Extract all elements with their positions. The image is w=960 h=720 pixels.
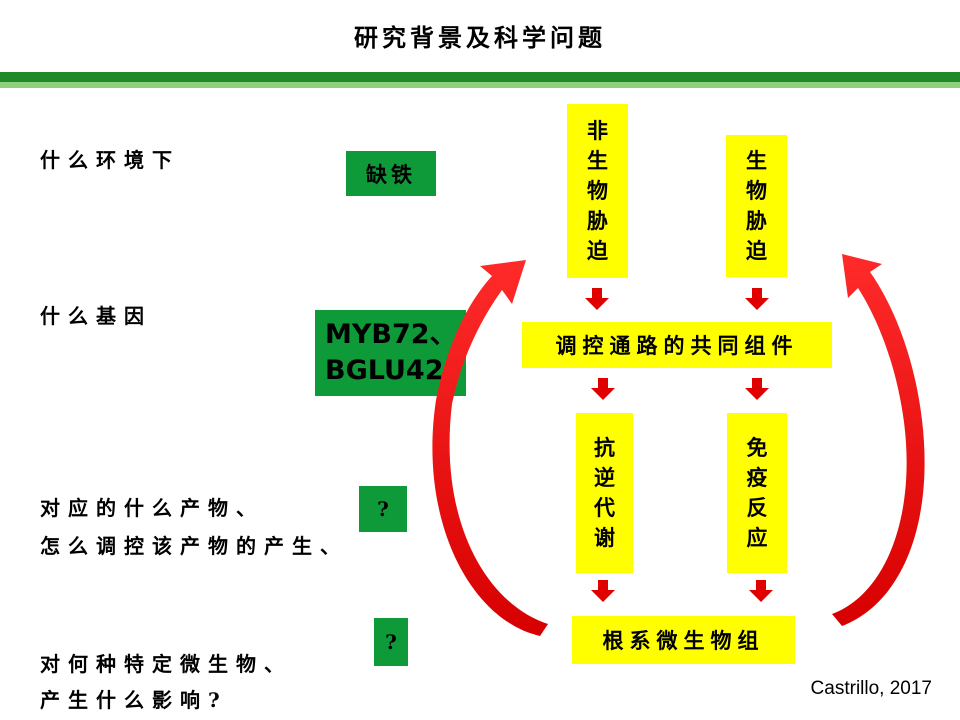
immune-response-char: 应 [746, 525, 768, 550]
arrow-immune-to-microbiome [749, 580, 773, 602]
arrow-common-to-abiotic-resp [591, 378, 615, 400]
question-environment: 什么环境下 [40, 148, 180, 172]
biotic-stress-char: 迫 [746, 238, 767, 263]
question-regulation: 怎么调控该产物的产生、 [40, 534, 348, 558]
down-arrows [585, 288, 773, 602]
abiotic-stress-box: 非生物胁迫 [567, 104, 628, 278]
feedback-arrow-left [432, 260, 548, 636]
biotic-stress-char: 生 [746, 148, 767, 173]
answer-iron-deficiency: 缺铁 [346, 151, 436, 196]
question-product: 对应的什么产物、 [40, 496, 264, 520]
abiotic-stress-char: 物 [587, 178, 608, 203]
abiotic-response-char: 谢 [594, 525, 615, 550]
header-divider-light [0, 82, 960, 88]
common-component-box: 调控通路的共同组件 [522, 322, 832, 368]
biotic-stress-box: 生物胁迫 [726, 135, 787, 277]
abiotic-response-char: 抗 [594, 435, 615, 460]
abiotic-stress-char: 非 [587, 118, 608, 143]
biotic-stress-char: 物 [746, 178, 767, 203]
immune-response-char: 疫 [746, 465, 768, 490]
question-effect: 产生什么影响? [40, 688, 228, 712]
abiotic-response-char: 代 [594, 495, 615, 520]
arrow-biotic-to-common [745, 288, 769, 310]
root-microbiome-box: 根系微生物组 [572, 616, 795, 664]
answer-gene-bglu42: BGLU42 [325, 355, 444, 386]
question-gene: 什么基因 [40, 304, 152, 328]
question-microbe: 对何种特定微生物、 [40, 652, 292, 676]
arrow-abiotic-to-common [585, 288, 609, 310]
answer-unknown-product: ? [359, 486, 407, 532]
citation: Castrillo, 2017 [810, 678, 932, 699]
abiotic-response-box: 抗逆代谢 [576, 413, 633, 573]
arrow-abiotic-resp-to-microbiome [591, 580, 615, 602]
abiotic-stress-char: 生 [587, 148, 608, 173]
page-title: 研究背景及科学问题 [354, 23, 606, 52]
feedback-arrow-right [832, 254, 925, 626]
header-divider-dark [0, 72, 960, 82]
answer-unknown-microbe: ? [374, 618, 408, 666]
immune-response-char: 免 [746, 435, 768, 460]
immune-response-box: 免疫反应 [727, 413, 787, 573]
answer-gene-myb72: MYB72、 [325, 319, 457, 350]
abiotic-stress-char: 胁 [587, 208, 608, 233]
abiotic-response-char: 逆 [594, 465, 615, 490]
arrow-common-to-immune [745, 378, 769, 400]
biotic-stress-char: 胁 [746, 208, 767, 233]
immune-response-char: 反 [746, 495, 768, 520]
abiotic-stress-char: 迫 [587, 238, 608, 263]
